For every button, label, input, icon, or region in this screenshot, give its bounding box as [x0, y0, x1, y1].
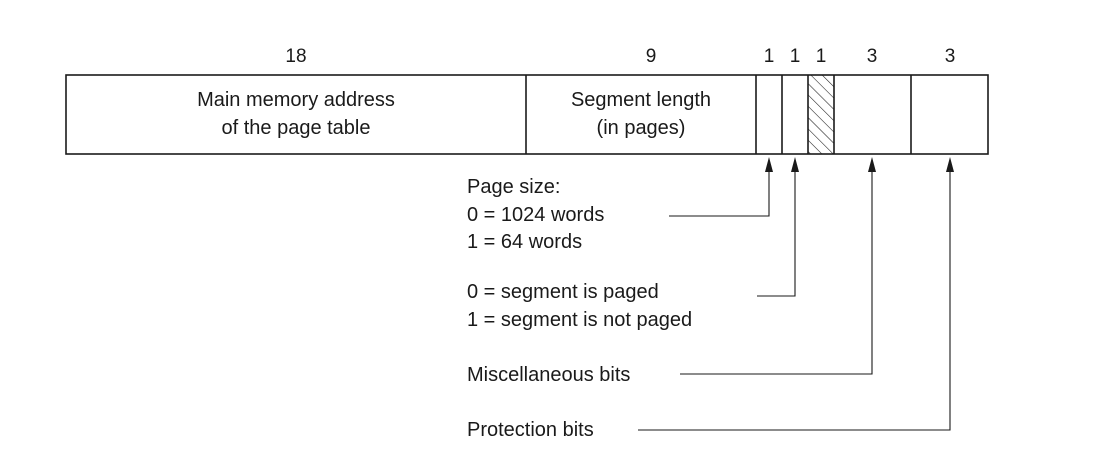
field-label-page-table-address: Main memory address	[197, 89, 395, 111]
page-size-option-1: 1 = 64 words	[467, 231, 582, 253]
paged-option-1: 1 = segment is not paged	[467, 309, 692, 331]
misc-leader-line	[680, 172, 873, 375]
page-size-arrow-head	[765, 157, 773, 172]
paged-arrow-head	[791, 157, 799, 172]
protection-arrow-head	[946, 157, 954, 172]
bits-label-misc: 3	[867, 46, 878, 67]
misc-arrow-head	[868, 157, 876, 172]
bits-label-protection: 3	[945, 46, 956, 67]
paged-leader-line	[757, 172, 796, 297]
bits-label-paged: 1	[790, 46, 801, 67]
page-size-leader-line	[669, 172, 770, 217]
field-label-segment-length: Segment length	[571, 89, 711, 111]
paged-option-0: 0 = segment is paged	[467, 281, 659, 303]
bits-label-segment-length: 9	[646, 46, 657, 67]
page-size-title: Page size:	[467, 176, 560, 198]
unused-bit-hatch	[808, 75, 834, 154]
page-size-option-0: 0 = 1024 words	[467, 204, 604, 226]
bits-label-unused: 1	[816, 46, 827, 67]
bits-label-page-size: 1	[764, 46, 775, 67]
bits-label-page-table-address: 18	[285, 46, 306, 67]
misc-bits-label: Miscellaneous bits	[467, 364, 630, 386]
protection-leader-line	[638, 172, 951, 431]
descriptor-box	[65, 74, 989, 155]
protection-bits-label: Protection bits	[467, 419, 594, 441]
field-label-page-table-address: of the page table	[221, 117, 370, 139]
field-label-segment-length: (in pages)	[597, 117, 686, 139]
